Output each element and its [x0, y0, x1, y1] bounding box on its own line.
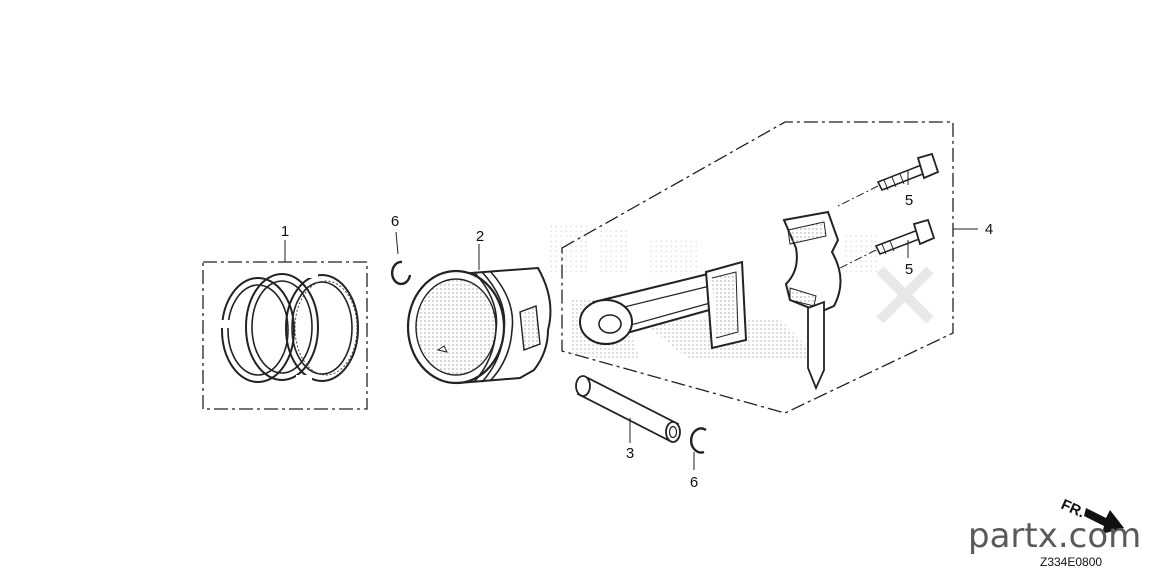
- callout-3: 3: [626, 445, 634, 462]
- piston-pin-clip-upper[interactable]: [390, 260, 412, 286]
- callout-6-lower: 6: [690, 474, 698, 491]
- connecting-rod-assembly[interactable]: [561, 121, 954, 414]
- piston[interactable]: [406, 266, 552, 385]
- background-watermark: [548, 222, 934, 324]
- callout-2: 2: [476, 228, 484, 245]
- connecting-rod-bolt-upper[interactable]: [837, 152, 940, 207]
- piston-pin-clip-lower[interactable]: [689, 427, 707, 454]
- callout-1: 1: [281, 223, 289, 240]
- site-watermark: partx.com: [968, 516, 1142, 556]
- callout-4: 4: [985, 221, 993, 238]
- callout-5-lower: 5: [905, 261, 913, 278]
- leader-lines: [284, 170, 978, 470]
- piston-ring-set[interactable]: [202, 261, 368, 410]
- callout-6-upper: 6: [391, 213, 399, 230]
- callout-5-upper: 5: [905, 192, 913, 209]
- diagram-code: Z334E0800: [1040, 555, 1103, 569]
- connecting-rod-bolt-lower[interactable]: [839, 218, 936, 269]
- piston-pin[interactable]: [575, 375, 681, 443]
